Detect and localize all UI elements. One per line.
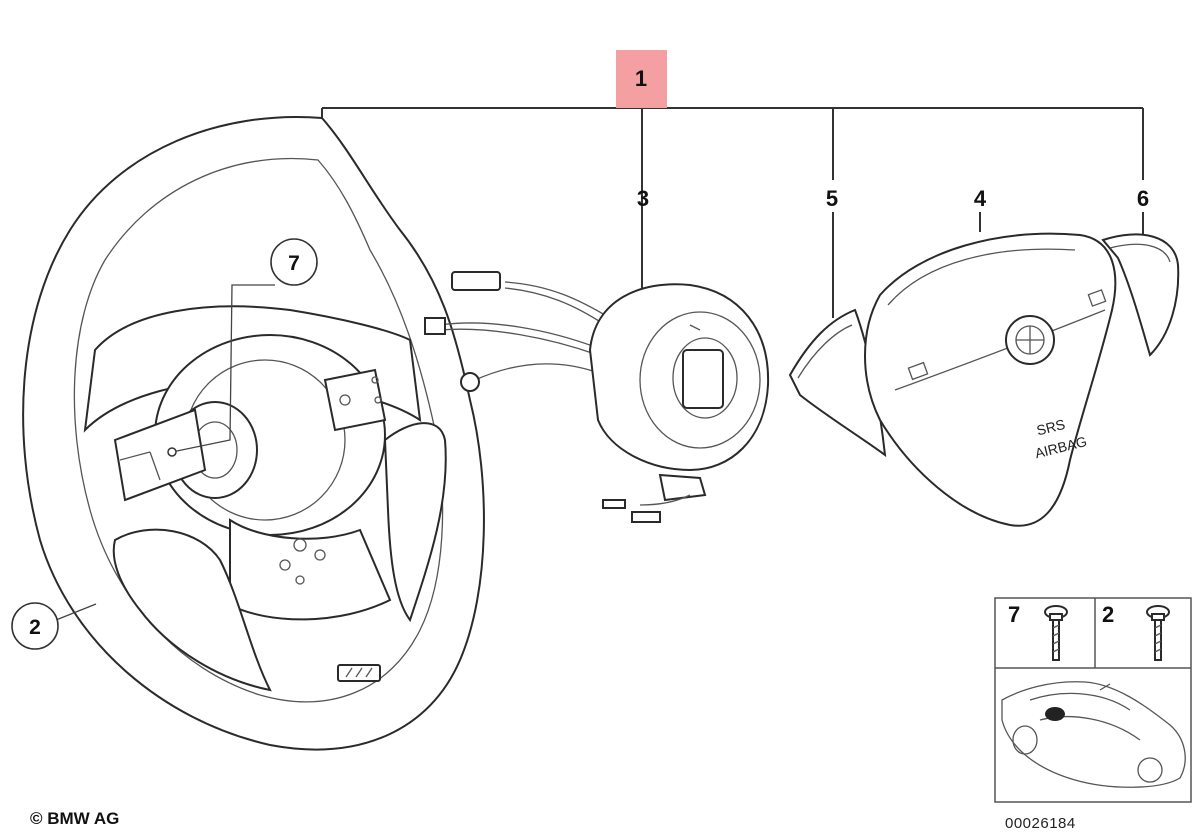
callout-1-label: 1 (635, 66, 647, 91)
callout-6-label[interactable]: 6 (1137, 186, 1149, 211)
car-location-icon (1001, 681, 1186, 788)
callout-1-highlight (616, 50, 667, 108)
airbag-srs-text: SRS (1035, 416, 1067, 438)
callout-7[interactable]: 7 (167, 238, 318, 457)
callout-2[interactable]: 2 (11, 602, 97, 650)
callout-3-label[interactable]: 3 (637, 186, 649, 211)
inset-screw-2-label: 2 (1102, 602, 1114, 627)
screw-7-icon (1044, 605, 1068, 661)
airbag-module: SRS AIRBAG (864, 232, 1117, 527)
clock-spring (424, 271, 770, 523)
callout-4-label[interactable]: 4 (974, 186, 987, 211)
diagram-number: 00026184 (1005, 815, 1076, 832)
inset-screw-7-label: 7 (1008, 602, 1020, 627)
callout-bracket (321, 107, 1144, 318)
callout-5-label[interactable]: 5 (826, 186, 838, 211)
copyright-text: © BMW AG (30, 809, 119, 828)
callout-2-label: 2 (29, 616, 41, 639)
inset-panel: 7 2 (994, 597, 1192, 803)
trim-cover-right (1101, 233, 1180, 357)
callout-1[interactable]: 1 (616, 50, 667, 108)
callout-7-label: 7 (288, 252, 300, 275)
screw-2-icon (1146, 605, 1170, 661)
steering-wheel (22, 116, 485, 751)
